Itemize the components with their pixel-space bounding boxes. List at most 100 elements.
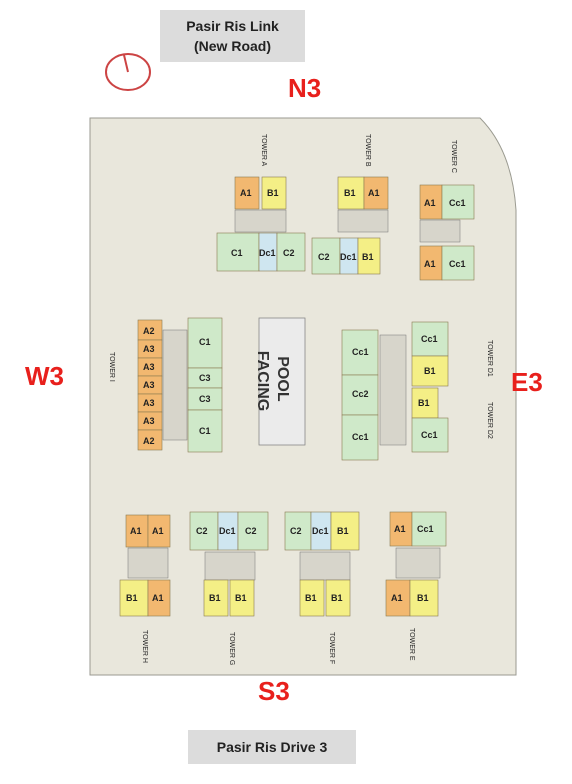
label-a1-c: A1 — [424, 198, 436, 208]
label-a1-c2: A1 — [424, 259, 436, 269]
label-a2-i-top: A2 — [143, 326, 155, 336]
label-a1-h-3: A1 — [152, 593, 164, 603]
unit-a2-i-bottom — [137, 429, 163, 451]
tower-g-block — [189, 511, 269, 617]
label-c1-i-bottom: C1 — [199, 426, 211, 436]
unit-b1-g-2 — [229, 579, 255, 617]
unit-cc1-d-left-bottom — [341, 414, 379, 461]
unit-c2-f — [284, 511, 312, 551]
label-c2-a: C2 — [283, 248, 295, 258]
road-label-bottom: Pasir Ris Drive 3 — [188, 730, 356, 764]
tower-g-label: TOWER G — [228, 632, 235, 665]
unit-c2-a — [276, 232, 306, 272]
core-b — [337, 209, 389, 233]
label-dc1-f: Dc1 — [312, 526, 329, 536]
pool-label-line2: FACING — [254, 351, 271, 411]
label-dc1-b: Dc1 — [340, 252, 357, 262]
unit-a1-e-bottom — [385, 579, 411, 617]
label-a1-h-1: A1 — [130, 526, 142, 536]
label-b1-f-top: B1 — [337, 526, 349, 536]
tower-e-block — [385, 511, 447, 617]
direction-east: E3 — [511, 367, 543, 397]
unit-cc1-c2 — [441, 245, 475, 281]
road-label-top: Pasir Ris Link (New Road) — [160, 10, 305, 62]
core-e — [395, 547, 441, 579]
unit-b1-f-2 — [325, 579, 351, 617]
label-a3-i-2: A3 — [143, 362, 155, 372]
label-b1-e: B1 — [417, 593, 429, 603]
tower-d2-label: TOWER D2 — [486, 402, 493, 439]
label-a3-i-1: A3 — [143, 344, 155, 354]
label-a1-a: A1 — [240, 188, 252, 198]
unit-a1-h-3 — [147, 579, 171, 617]
label-b1-d1: B1 — [424, 366, 436, 376]
label-c1-a: C1 — [231, 248, 243, 258]
core-c — [419, 219, 461, 243]
compass-icon — [105, 53, 151, 91]
label-b1-g-1: B1 — [209, 593, 221, 603]
label-c2-b: C2 — [318, 252, 330, 262]
label-a1-e-top: A1 — [394, 524, 406, 534]
label-a1-b: A1 — [368, 188, 380, 198]
label-c3-i-top: C3 — [199, 373, 211, 383]
unit-b1-d2 — [411, 387, 439, 419]
label-a3-i-3: A3 — [143, 380, 155, 390]
label-cc1-c: Cc1 — [449, 198, 466, 208]
label-cc1-d2: Cc1 — [421, 430, 438, 440]
tower-e-label: TOWER E — [408, 628, 415, 661]
tower-b-label: TOWER B — [364, 134, 371, 167]
road-top-line2: (New Road) — [194, 38, 271, 54]
label-cc1-c2: Cc1 — [449, 259, 466, 269]
unit-cc1-e — [411, 511, 447, 547]
unit-c2-g-1 — [189, 511, 219, 551]
label-c1-i-top: C1 — [199, 337, 211, 347]
label-a3-i-4: A3 — [143, 398, 155, 408]
label-cc2-d-left: Cc2 — [352, 389, 369, 399]
unit-c1-i-top — [187, 317, 223, 369]
direction-north: N3 — [288, 73, 322, 103]
unit-a1-b — [363, 176, 389, 210]
unit-c1-i-bottom — [187, 409, 223, 453]
tower-a-label: TOWER A — [260, 134, 267, 166]
label-cc1-d-left-top: Cc1 — [352, 347, 369, 357]
unit-b1-a — [261, 176, 287, 210]
unit-c2-g-2 — [237, 511, 269, 551]
direction-west: W3 — [25, 361, 64, 391]
label-b1-d2: B1 — [418, 398, 430, 408]
label-b1-g-2: B1 — [235, 593, 247, 603]
tower-c-label: TOWER C — [450, 140, 457, 173]
tower-i-block — [137, 317, 223, 453]
label-b1-a: B1 — [267, 188, 279, 198]
pool-area — [258, 317, 306, 446]
unit-b1-b2 — [357, 237, 381, 275]
label-b1-f-1: B1 — [305, 593, 317, 603]
core-g — [204, 551, 256, 581]
core-f — [299, 551, 351, 581]
label-a1-e-bottom: A1 — [391, 593, 403, 603]
tower-b-block — [311, 176, 389, 275]
tower-d-block — [341, 321, 449, 461]
core-h — [127, 547, 169, 579]
unit-c1-a — [216, 232, 260, 272]
pool-label-line1: POOL — [274, 356, 291, 402]
label-dc1-a: Dc1 — [259, 248, 276, 258]
label-b1-b: B1 — [344, 188, 356, 198]
label-b1-b2: B1 — [362, 252, 374, 262]
unit-a1-a — [234, 176, 260, 210]
road-top-line1: Pasir Ris Link — [186, 18, 279, 34]
tower-c-block — [419, 184, 475, 281]
unit-cc1-d2 — [411, 417, 449, 453]
tower-d1-label: TOWER D1 — [486, 340, 493, 377]
tower-f-label: TOWER F — [328, 632, 335, 664]
label-c3-i-bottom: C3 — [199, 394, 211, 404]
label-c2-g-2: C2 — [245, 526, 257, 536]
unit-b1-b — [337, 176, 365, 210]
tower-f-block — [284, 511, 360, 617]
pool-label: POOL FACING — [254, 351, 291, 411]
unit-b1-g-1 — [203, 579, 229, 617]
label-b1-f-2: B1 — [331, 593, 343, 603]
label-a3-i-5: A3 — [143, 416, 155, 426]
core-a — [234, 209, 287, 233]
unit-cc1-d-left-top — [341, 329, 379, 376]
tower-h-label: TOWER H — [141, 630, 148, 663]
